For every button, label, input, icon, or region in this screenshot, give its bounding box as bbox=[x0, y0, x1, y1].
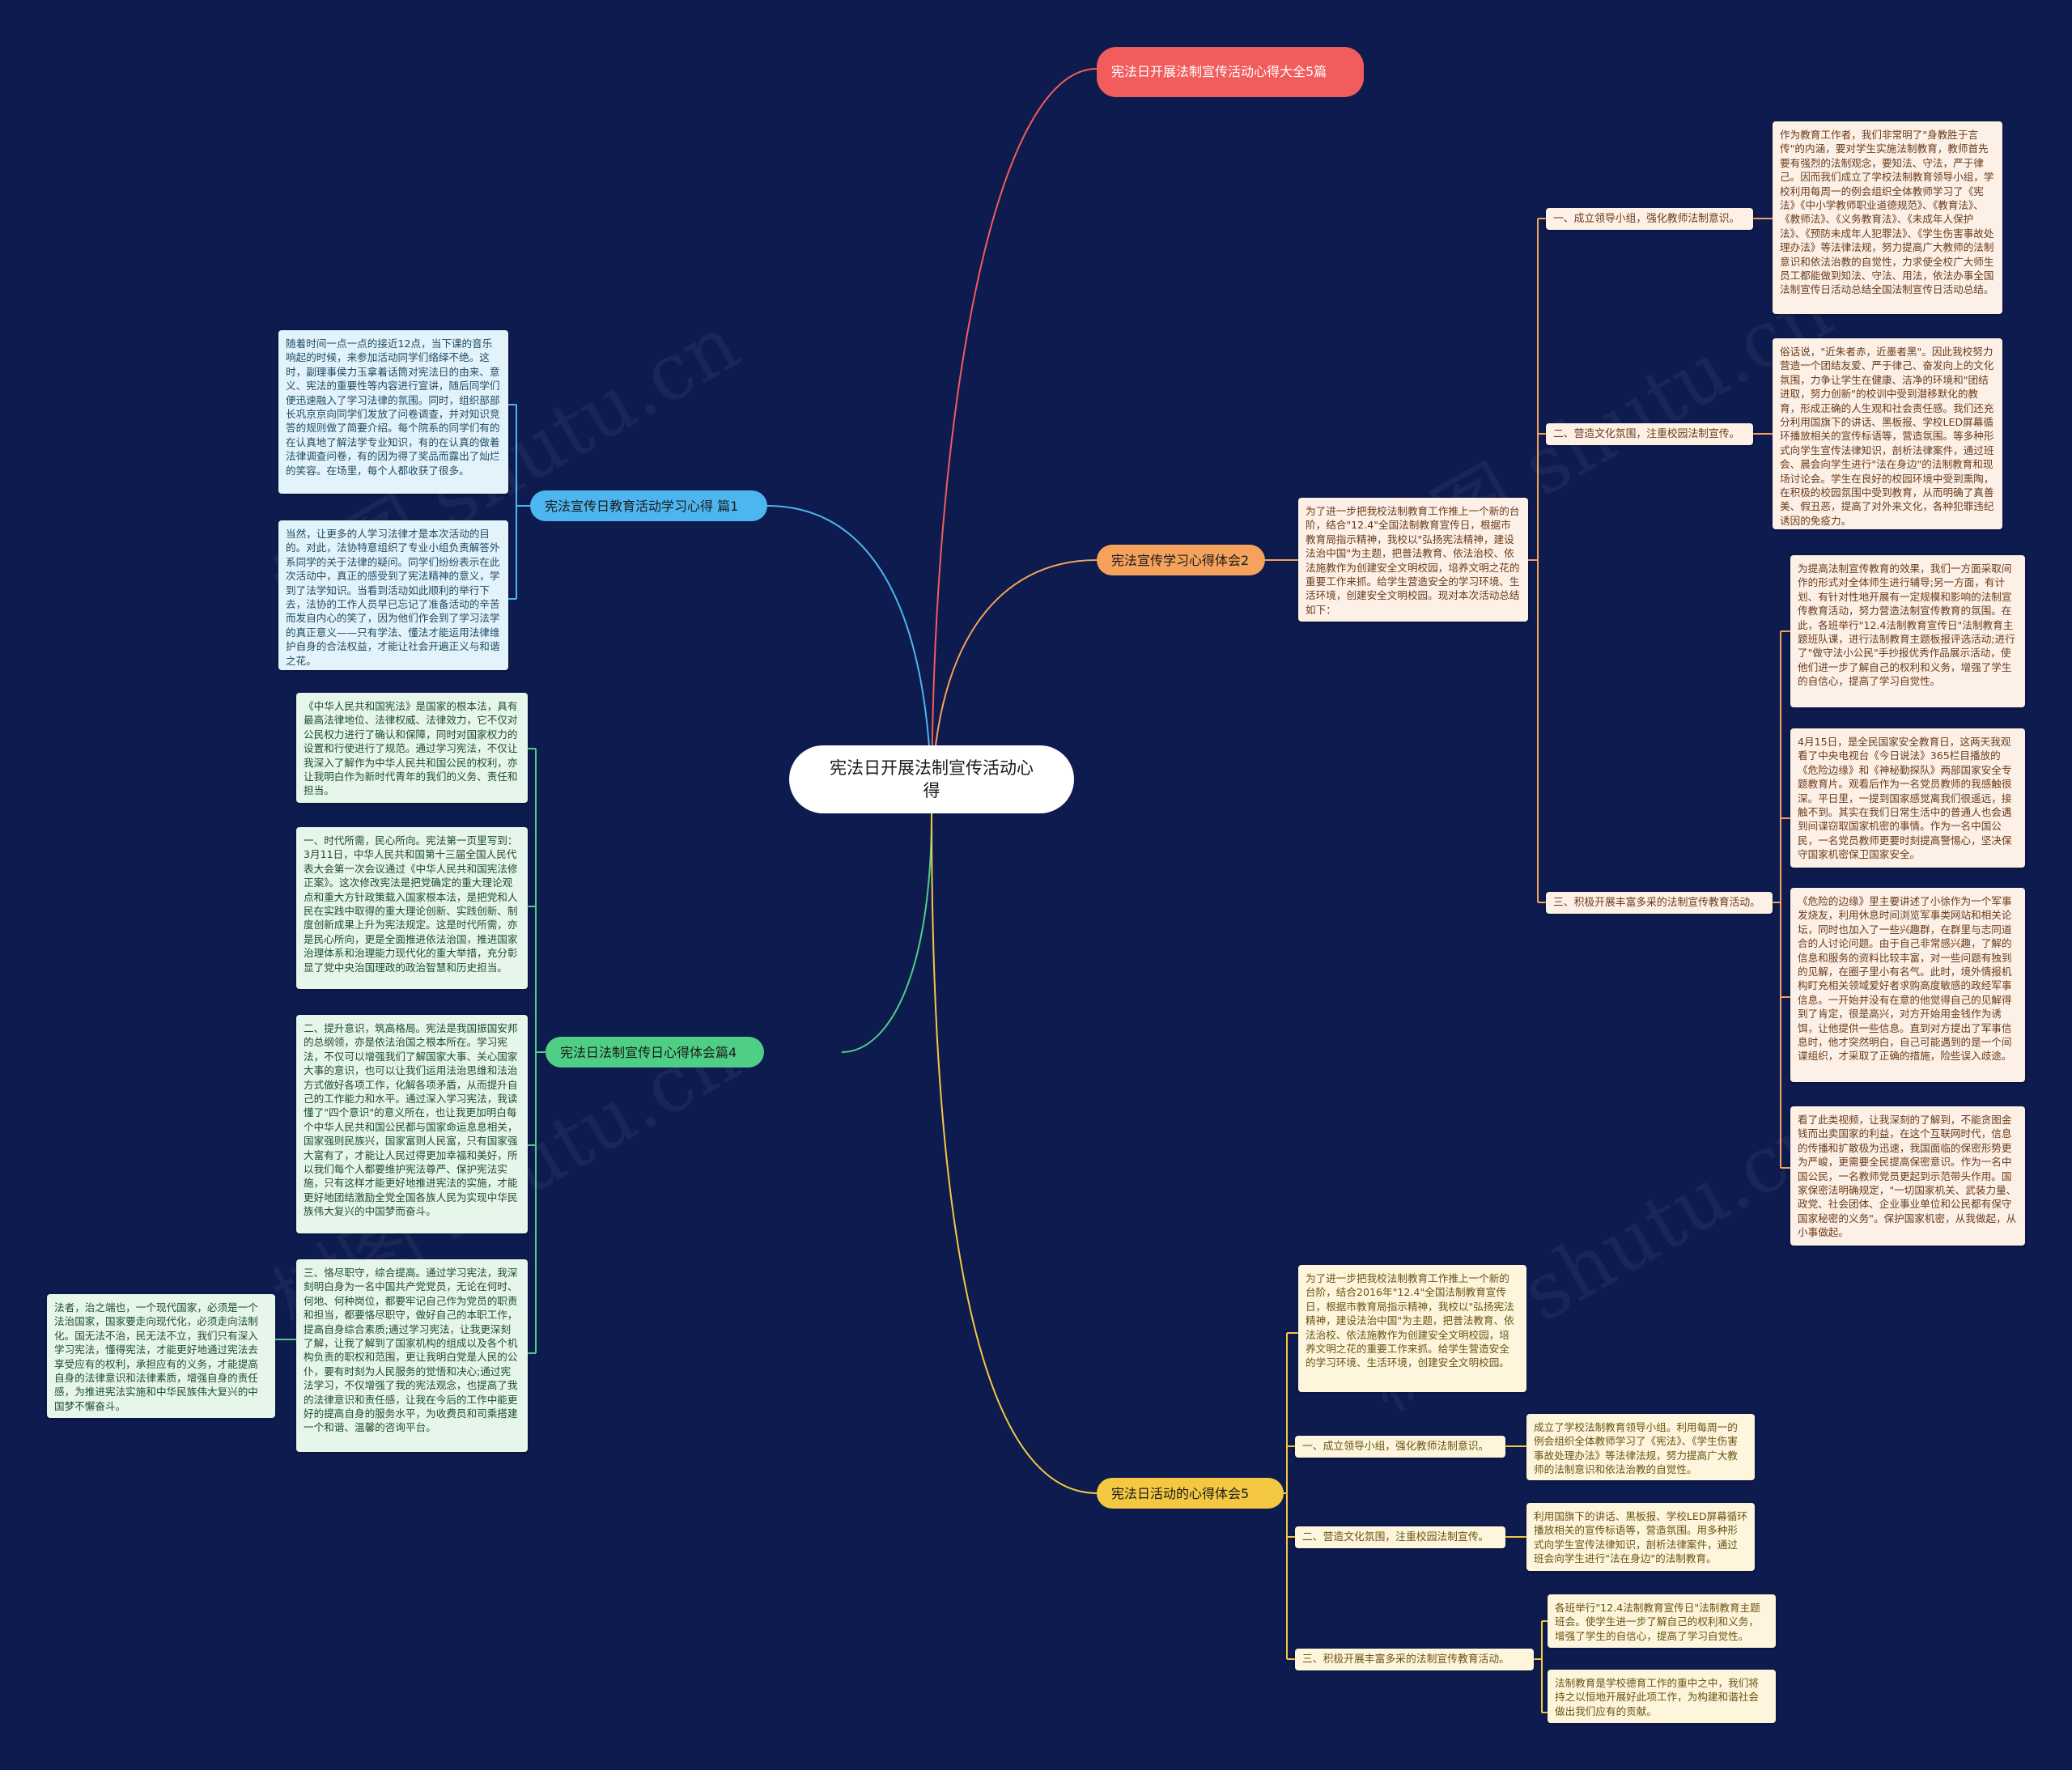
b3-text-2: 当然，让更多的人学习法律才是本次活动的目的。对此，法协特意组织了专业小组负责解答… bbox=[278, 520, 508, 670]
connector-b3-tree bbox=[516, 405, 530, 599]
b5-text-1: 成立了学校法制教育领导小组。利用每周一的例会组织全体教师学习了《宪法》、《学生伤… bbox=[1526, 1414, 1755, 1480]
b2-section-2[interactable]: 二、营造文化氛围，注重校园法制宣传。 bbox=[1546, 423, 1753, 445]
connector-b5-tree bbox=[1284, 1333, 1288, 1659]
b2-text-4: 4月15日，是全民国家安全教育日，这两天我观看了中央电视台《今日说法》365栏目… bbox=[1790, 728, 2025, 868]
b5-text-2: 利用国旗下的讲话、黑板报、学校LED屏幕循环播放相关的宣传标语等，营造氛围。用多… bbox=[1526, 1503, 1755, 1571]
b4-text-2: 一、时代所需，民心所向。宪法第一页里写到：3月11日，中华人民共和国第十三届全国… bbox=[296, 827, 528, 989]
connector-yellow bbox=[931, 813, 1098, 1494]
connector-green bbox=[841, 813, 932, 1053]
b2-text-2: 俗话说，"近朱者赤，近墨者黑"。因此我校努力营造一个团结友爱、严于律己、奋发向上… bbox=[1773, 338, 2002, 529]
b5-text-4: 法制教育是学校德育工作的重中之中，我们将持之以恒地开展好此项工作，为构建和谐社会… bbox=[1548, 1670, 1776, 1723]
b2-text-6: 看了此类视频，让我深刻的了解到，不能贪图金钱而出卖国家的利益，在这个互联网时代，… bbox=[1790, 1106, 2025, 1246]
branch-2[interactable]: 宪法宣传学习心得体会2 bbox=[1097, 545, 1265, 575]
b4-text-1: 《中华人民共和国宪法》是国家的根本法，具有最高法律地位、法律权威、法律效力，它不… bbox=[296, 693, 528, 803]
b2-section-3[interactable]: 三、积极开展丰富多采的法制宣传教育活动。 bbox=[1546, 892, 1773, 914]
b4-text-3: 二、提升意识，筑高格局。宪法是我国振国安邦的总纲领，亦是依法治国之根本所在。学习… bbox=[296, 1015, 528, 1233]
branch-5[interactable]: 宪法日活动的心得体会5 bbox=[1097, 1478, 1284, 1509]
b2-text-5: 《危险的边缘》里主要讲述了小徐作为一个军事发烧友，利用休息时间浏览军事类网站和相… bbox=[1790, 888, 2025, 1082]
b2-section-1[interactable]: 一、成立领导小组，强化教师法制意识。 bbox=[1546, 208, 1753, 230]
b3-text-1: 随着时间一点一点的接近12点，当下课的音乐响起的时候，来参加活动同学们络绎不绝。… bbox=[278, 330, 508, 494]
branch-1[interactable]: 宪法日开展法制宣传活动心得大全5篇 bbox=[1097, 47, 1364, 97]
connector-b2-tree bbox=[1528, 219, 1539, 902]
connector-b4-tree bbox=[535, 749, 546, 1353]
b5-section-2[interactable]: 二、营造文化氛围，注重校园法制宣传。 bbox=[1295, 1526, 1505, 1548]
b5-text-3: 各班举行"12.4法制教育宣传日"法制教育主题班会。使学生进一步了解自己的权利和… bbox=[1548, 1594, 1776, 1648]
connector-b2-tbranch bbox=[1773, 631, 1781, 1168]
b4-text-5: 法者，治之端也，一个现代国家，必须是一个法治国家，国家要走向现代化，必须走向法制… bbox=[47, 1294, 275, 1418]
root-topic[interactable]: 宪法日开展法制宣传活动心得 bbox=[789, 745, 1074, 813]
b2-text-1: 作为教育工作者，我们非常明了"身教胜于言传"的内涵，要对学生实施法制教育，教师首… bbox=[1773, 121, 2002, 314]
connector-b5-t34 bbox=[1534, 1620, 1548, 1713]
b4-text-4: 三、恪尽职守，综合提高。通过学习宪法，我深刻明白身为一名中国共产党党员，无论在何… bbox=[296, 1259, 528, 1452]
b5-intro-text: 为了进一步把我校法制教育工作推上一个新的台阶，结合2016年"12.4"全国法制… bbox=[1298, 1265, 1526, 1392]
connector-red bbox=[931, 68, 1098, 814]
b5-section-3[interactable]: 三、积极开展丰富多采的法制宣传教育活动。 bbox=[1295, 1649, 1534, 1670]
branch-4[interactable]: 宪法日法制宣传日心得体会篇4 bbox=[546, 1037, 764, 1068]
b2-intro-text: 为了进一步把我校法制教育工作推上一个新的台阶，结合"12.4"全国法制教育宣传日… bbox=[1298, 498, 1528, 622]
b5-section-1[interactable]: 一、成立领导小组，强化教师法制意识。 bbox=[1295, 1436, 1505, 1458]
branch-3[interactable]: 宪法宣传日教育活动学习心得 篇1 bbox=[530, 490, 767, 521]
b2-text-3: 为提高法制宣传教育的效果，我们一方面采取间作的形式对全体师生进行辅导;另一方面，… bbox=[1790, 555, 2025, 707]
